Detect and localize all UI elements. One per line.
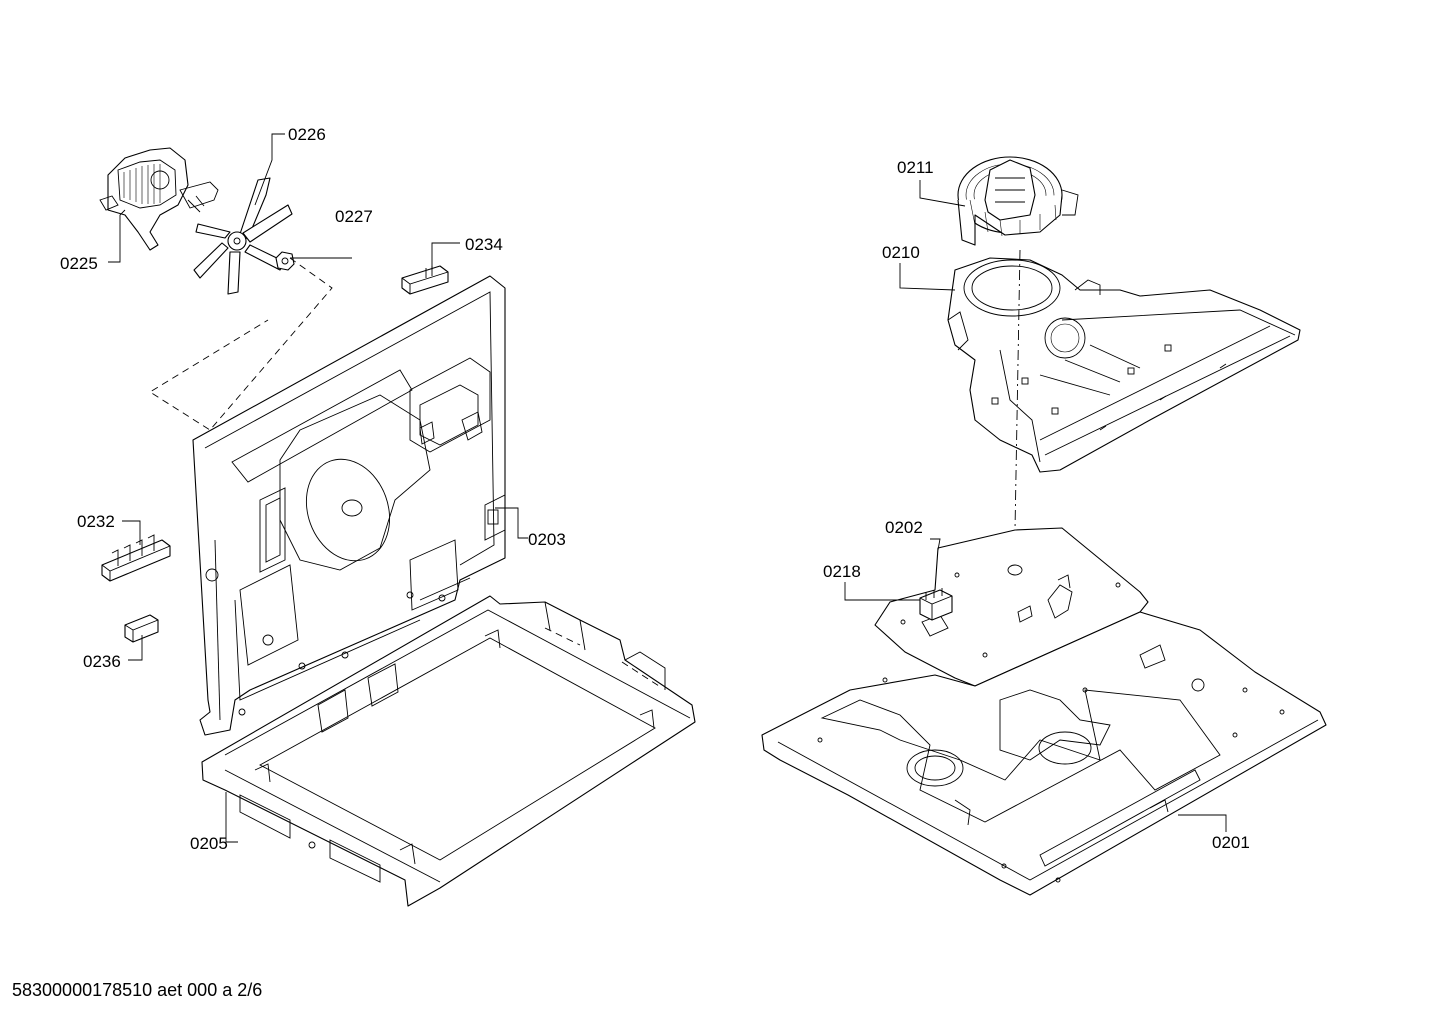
part-0203-rear-panel[interactable] (192, 275, 506, 736)
callout-0203[interactable]: 0203 (528, 530, 566, 549)
callout-0201[interactable]: 0201 (1212, 833, 1250, 852)
part-0232-terminal-block[interactable] (101, 534, 171, 582)
part-0211-radial-fan[interactable] (957, 156, 1079, 246)
callout-0202[interactable]: 0202 (885, 518, 923, 537)
callout-labels: 0225 0226 0227 0234 0232 0203 0236 0205 … (60, 125, 1250, 853)
part-0234-holder[interactable] (401, 265, 449, 295)
callout-0236[interactable]: 0236 (83, 652, 121, 671)
document-code: 58300000178510 aet 000 a 2/6 (12, 980, 263, 1000)
part-0210-air-duct[interactable] (947, 257, 1301, 473)
part-0218-switch[interactable] (919, 588, 953, 621)
part-0227-nut[interactable] (275, 251, 295, 271)
callout-0234[interactable]: 0234 (465, 235, 503, 254)
callout-0226[interactable]: 0226 (288, 125, 326, 144)
callout-0227[interactable]: 0227 (335, 207, 373, 226)
callout-0232[interactable]: 0232 (77, 512, 115, 531)
part-0225-fan-motor[interactable] (99, 147, 219, 251)
callout-0225[interactable]: 0225 (60, 254, 98, 273)
callout-0218[interactable]: 0218 (823, 562, 861, 581)
part-0201-bottom-tray[interactable] (761, 611, 1327, 896)
callout-0205[interactable]: 0205 (190, 834, 228, 853)
part-0205-base-frame[interactable] (201, 595, 696, 907)
leader-lines (108, 133, 1227, 843)
part-0226-fan-wheel[interactable] (193, 177, 293, 295)
part-0236-connector[interactable] (124, 614, 159, 643)
callout-0211[interactable]: 0211 (897, 158, 934, 177)
callout-0210[interactable]: 0210 (882, 243, 920, 262)
